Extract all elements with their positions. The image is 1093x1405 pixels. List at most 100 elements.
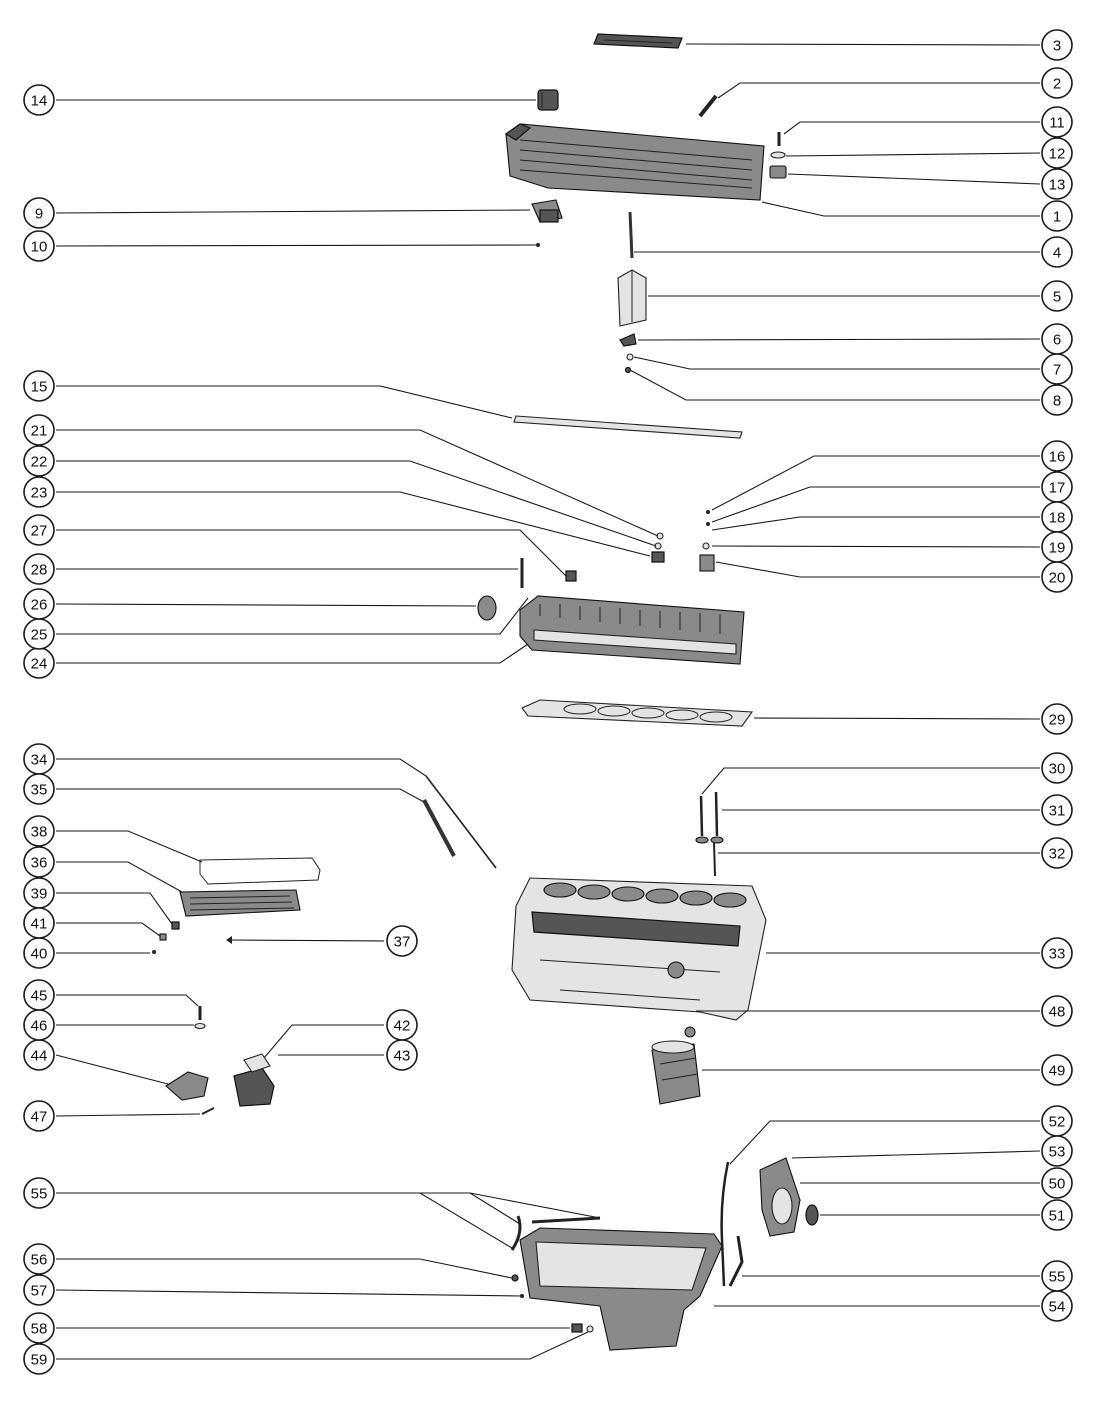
filter-fitting: [684, 1026, 696, 1038]
callout-8: 8: [1041, 384, 1073, 416]
side-cover-screw: [226, 936, 232, 944]
pan-gasket-side: [510, 1215, 601, 1251]
callout-16: 16: [1041, 440, 1073, 472]
callout-43: 43: [386, 1039, 418, 1071]
callout-number: 38: [31, 824, 48, 841]
callout-number: 22: [31, 454, 48, 471]
callout-circle: [1041, 440, 1073, 472]
front-mount: [165, 1071, 209, 1101]
callout-number: 48: [1049, 1004, 1066, 1021]
callout-number: 17: [1049, 480, 1066, 497]
rocker-arm-cover: [504, 123, 765, 201]
leader-line-1: [761, 201, 1040, 217]
callout-circle: [1041, 200, 1073, 232]
callout-51: 51: [1041, 1199, 1073, 1231]
callout-circle: [386, 1039, 418, 1071]
callout-number: 10: [31, 239, 48, 256]
freeze-plug: [477, 595, 497, 621]
nameplate: [593, 33, 683, 49]
callout-number: 56: [31, 1252, 48, 1269]
callout-circle: [23, 846, 55, 878]
callout-number: 8: [1053, 393, 1061, 410]
leader-line-17: [711, 486, 1040, 523]
callout-30: 30: [1041, 752, 1073, 784]
callout-circle: [23, 1100, 55, 1132]
callout-number: 28: [31, 562, 48, 579]
callout-circle: [23, 1177, 55, 1209]
leader-line-45: [56, 994, 199, 1007]
callout-circle: [1041, 280, 1073, 312]
callout-number: 4: [1053, 245, 1061, 262]
leader-line-18: [711, 516, 1040, 531]
callout-54: 54: [1041, 1290, 1073, 1322]
callout-59: 59: [23, 1343, 55, 1375]
stud: [698, 94, 718, 118]
callout-circle: [1041, 384, 1073, 416]
leader-lines: [55, 43, 1041, 1360]
callout-number: 23: [31, 485, 48, 502]
callout-circle: [1041, 995, 1073, 1027]
callout-1: 1: [1041, 200, 1073, 232]
callout-number: 50: [1049, 1176, 1066, 1193]
rocker-nut: [624, 366, 632, 374]
callout-circle: [1041, 794, 1073, 826]
side-cover: [179, 889, 301, 917]
callout-number: 16: [1049, 449, 1066, 466]
mount-washer: [194, 1022, 206, 1030]
leader-line-34: [56, 758, 427, 777]
callout-number: 45: [31, 988, 48, 1005]
callout-17: 17: [1041, 471, 1073, 503]
leader-line-10: [55, 244, 537, 247]
callout-circle: [23, 370, 55, 402]
callout-circle: [1041, 703, 1073, 735]
callout-38: 38: [23, 815, 55, 847]
callout-number: 34: [31, 752, 48, 769]
leader-line-9: [55, 209, 531, 214]
callout-50: 50: [1041, 1167, 1073, 1199]
leader-line-59: [56, 1331, 589, 1360]
leader-line-16: [711, 455, 1040, 511]
callout-21: 21: [23, 414, 55, 446]
callout-34: 34: [23, 743, 55, 775]
callout-number: 42: [394, 1018, 411, 1035]
callout-26: 26: [23, 588, 55, 620]
leader-line-42: [263, 1024, 384, 1059]
callout-20: 20: [1041, 561, 1073, 593]
oil-pan: [511, 1227, 723, 1351]
callout-55a: 55: [23, 1177, 55, 1209]
callout-47: 47: [23, 1100, 55, 1132]
callout-circle: [23, 445, 55, 477]
callout-2: 2: [1041, 67, 1073, 99]
callout-number: 46: [31, 1018, 48, 1035]
leader-line-55-branch-0: [420, 1192, 521, 1225]
callout-22: 22: [23, 445, 55, 477]
callout-9: 9: [23, 197, 55, 229]
callout-4: 4: [1041, 236, 1073, 268]
callout-circle: [23, 1343, 55, 1375]
leader-line-41: [56, 922, 161, 937]
callout-circle: [1041, 29, 1073, 61]
rocker-arm: [619, 333, 637, 347]
callout-circle: [23, 588, 55, 620]
callout-23: 23: [23, 476, 55, 508]
callout-circle: [1041, 168, 1073, 200]
callout-number: 58: [31, 1321, 48, 1338]
callout-circle: [1041, 561, 1073, 593]
callout-number: 18: [1049, 510, 1066, 527]
callout-circle: [23, 476, 55, 508]
side-cover-gasket: [199, 857, 321, 885]
callout-56: 56: [23, 1243, 55, 1275]
cylinder-block: [511, 877, 767, 1021]
callout-number: 49: [1049, 1063, 1066, 1080]
leader-line-22: [56, 460, 657, 547]
callout-15: 15: [23, 370, 55, 402]
drain-washer: [586, 1325, 594, 1333]
callout-circle: [23, 1274, 55, 1306]
callout-number: 59: [31, 1352, 48, 1369]
valve-lifter: [617, 269, 647, 327]
callout-number: 30: [1049, 761, 1066, 778]
callout-27: 27: [23, 514, 55, 546]
leader-line-20: [715, 561, 1040, 578]
callout-number: 57: [31, 1283, 48, 1300]
callout-circle: [1041, 353, 1073, 385]
